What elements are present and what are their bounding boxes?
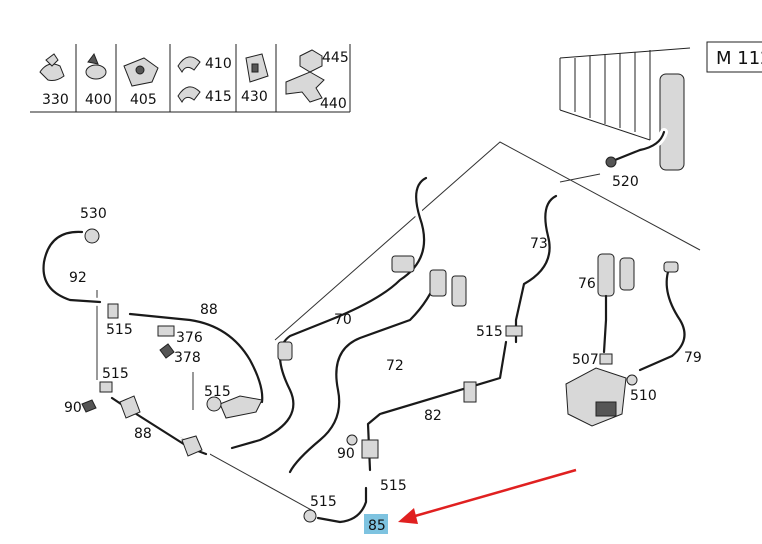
callout-515-a: 515 (106, 322, 133, 338)
callout-88-lower: 88 (134, 426, 152, 442)
legend-label-440: 440 (320, 96, 347, 112)
callout-76: 76 (578, 276, 596, 292)
callout-79: 79 (684, 350, 702, 366)
callout-72: 72 (386, 358, 404, 374)
hose-88-lower (108, 394, 210, 458)
hose-82 (346, 338, 510, 474)
nut-445-icon (299, 49, 323, 73)
callout-376: 376 (176, 330, 203, 346)
callout-515-b: 515 (102, 366, 129, 382)
bracket-440-icon (285, 71, 325, 103)
clip-415-icon (177, 86, 201, 103)
callout-515-d: 515 (476, 324, 503, 340)
callout-90-left: 90 (64, 400, 82, 416)
legend-label-430: 430 (241, 89, 268, 105)
red-arrow (398, 468, 577, 524)
model-label: M 112 (716, 48, 762, 69)
legend-label-415: 415 (205, 89, 232, 105)
callout-515-f: 515 (310, 494, 337, 510)
model-box (706, 41, 762, 73)
clip-330-icon (39, 53, 65, 81)
callout-515-e: 515 (380, 478, 407, 494)
bracket-430-icon (245, 53, 269, 83)
parts-legend: 330 400 405 410 415 430 445 (30, 44, 351, 113)
callout-378: 378 (174, 350, 201, 366)
hose-88-upper (126, 310, 267, 419)
callouts: 530 92 88 515 376 378 515 90 515 88 70 7… (64, 174, 702, 534)
callout-515-c: 515 (204, 384, 231, 400)
callout-70: 70 (334, 312, 352, 328)
callout-73: 73 (530, 236, 548, 252)
callout-530: 530 (80, 206, 107, 222)
clip-400-icon (85, 52, 107, 80)
valve-block (565, 253, 638, 427)
legend-label-410: 410 (205, 56, 232, 72)
legend-label-445: 445 (322, 50, 349, 66)
callout-82: 82 (424, 408, 442, 424)
callout-507: 507 (572, 352, 599, 368)
hose-70 (228, 174, 430, 452)
callout-88-upper: 88 (200, 302, 218, 318)
highlight-85 (364, 514, 388, 534)
hose-79 (636, 261, 689, 374)
legend-label-330: 330 (42, 92, 69, 108)
hose-85 (303, 484, 370, 526)
legend-label-405: 405 (130, 92, 157, 108)
callout-510: 510 (630, 388, 657, 404)
callout-520: 520 (612, 174, 639, 190)
clips-left (81, 303, 175, 413)
legend-label-400: 400 (85, 92, 112, 108)
hose-92 (39, 227, 104, 306)
hose-73 (505, 192, 560, 346)
hose-72 (286, 269, 467, 476)
callout-90-right: 90 (337, 446, 355, 462)
callout-92: 92 (69, 270, 87, 286)
clip-410-icon (177, 56, 201, 73)
callout-85: 85 (368, 518, 386, 534)
radiator (559, 47, 691, 171)
clip-405-icon (123, 57, 159, 87)
